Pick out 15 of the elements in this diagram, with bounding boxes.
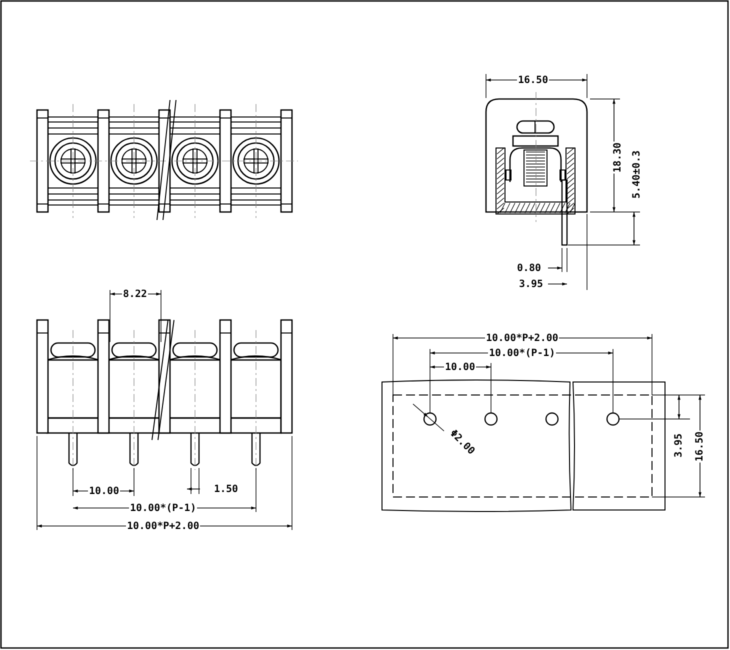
dimension-text: 3.95 bbox=[674, 432, 685, 458]
dimension-text: 10.00 bbox=[444, 362, 476, 372]
dimension-text: 8.22 bbox=[122, 288, 148, 300]
dimension-text: 16.50 bbox=[517, 74, 550, 86]
dimension-text: 1.50 bbox=[213, 484, 240, 494]
dimension-text: 3.95 bbox=[518, 278, 544, 290]
dimension-text: 10.00*P+2.00 bbox=[126, 520, 200, 532]
dimension-text: 18.30 bbox=[612, 140, 624, 174]
dimension-text: 10.00*P+2.00 bbox=[485, 332, 560, 344]
dimension-text: 10.00*(P-1) bbox=[129, 502, 198, 514]
dimension-text: 0.80 bbox=[516, 262, 542, 274]
dimension-text: 10.00*(P-1) bbox=[488, 348, 556, 358]
dimension-text: 16.50 bbox=[694, 430, 706, 462]
dimension-text: 10.00 bbox=[88, 486, 120, 496]
dimension-text: 5.40±0.3 bbox=[632, 148, 643, 200]
